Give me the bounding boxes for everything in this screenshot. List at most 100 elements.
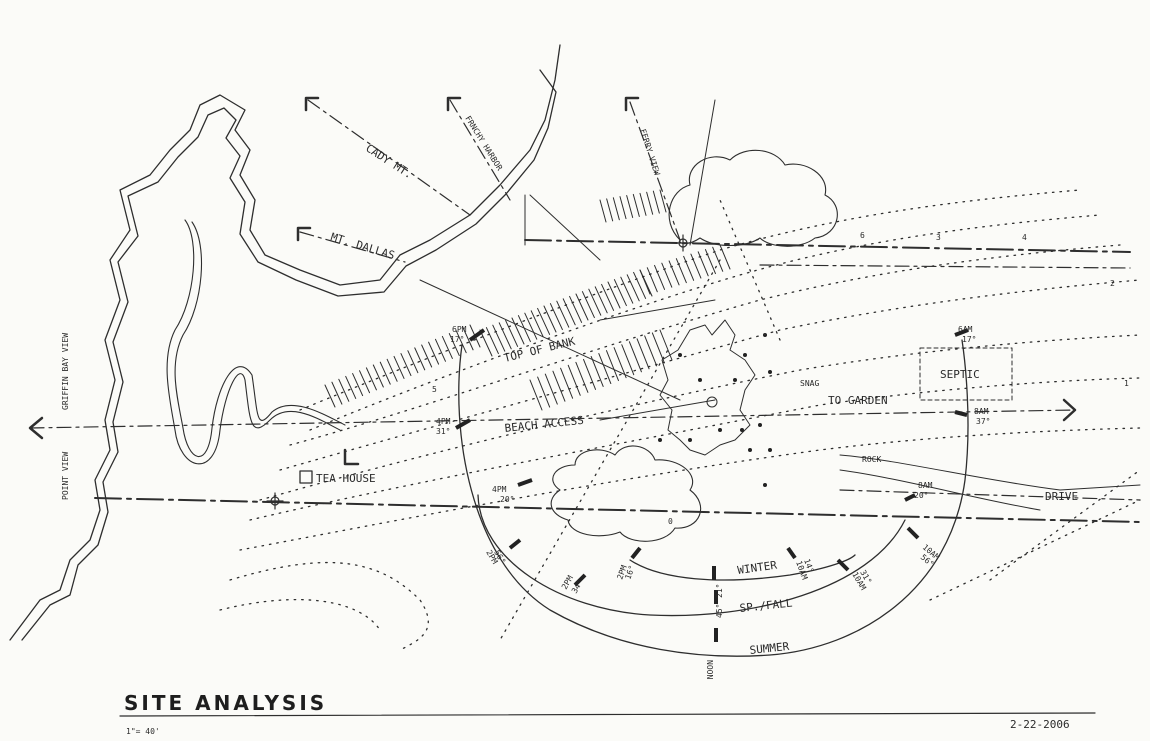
label-mt-dallas: MT. DALLAS	[329, 230, 396, 262]
hatch-stroke	[697, 251, 709, 277]
hatch-stroke	[393, 355, 405, 379]
hatch-stroke	[613, 347, 627, 379]
hatch-stroke	[386, 358, 398, 382]
crosshair-marks	[266, 234, 692, 510]
label-tea-house: TEA HOUSE	[316, 472, 376, 485]
hatch-stroke	[331, 381, 343, 405]
view-axis	[29, 99, 1141, 501]
hatch-stroke	[619, 196, 627, 220]
sun-angle-4pm-spring: 20°	[500, 495, 514, 504]
stream-line	[166, 219, 346, 465]
central-tree	[659, 319, 756, 456]
hatch-stroke	[613, 279, 627, 307]
hatch-stroke	[455, 330, 467, 354]
sun-time-8am-2: 8AM	[974, 407, 989, 416]
hatch-stroke	[601, 283, 615, 311]
hatch-stroke	[462, 327, 474, 351]
hatch-stroke	[654, 264, 666, 290]
site-axes	[94, 239, 1141, 523]
sun-time-6pm: 6PM	[452, 325, 467, 334]
sun-angle-6am: 17°	[962, 335, 976, 344]
sun-angle-6pm: 17°	[450, 335, 464, 344]
hatch-stroke	[612, 197, 620, 221]
label-snag: SNAG	[800, 379, 819, 388]
label-summer: SUMMER	[749, 640, 790, 657]
hatch-stroke	[448, 333, 460, 357]
hatch-stroke	[659, 189, 667, 213]
hatch-stroke	[414, 347, 426, 371]
label-cady-mt: CADY MT.	[363, 142, 415, 182]
hatch-stroke	[646, 267, 658, 293]
hatch-stroke	[646, 191, 654, 215]
hatch-stroke	[492, 324, 506, 352]
hatch-stroke	[628, 341, 642, 373]
hatch-stroke	[583, 358, 597, 390]
hatch-stroke	[556, 300, 570, 328]
hatch-stroke	[324, 384, 336, 408]
label-septic: SEPTIC	[940, 368, 980, 381]
label-rock: ROCK	[862, 455, 881, 464]
sun-ticks	[455, 328, 969, 642]
label-frenchy-harbor: FRNCHY HARBOR	[463, 114, 504, 172]
hatch-stroke	[537, 376, 551, 408]
tree-canopy-south	[550, 445, 702, 542]
sun-arcs	[458, 339, 969, 657]
contour-label-6: 6	[860, 231, 865, 240]
hatch-stroke	[529, 379, 543, 411]
hatch-stroke	[594, 286, 608, 314]
hatch-stroke	[421, 344, 433, 368]
hatch-stroke	[626, 195, 634, 219]
hatch-stroke	[606, 198, 614, 222]
hatch-stroke	[345, 375, 357, 399]
hatch-stroke	[683, 255, 695, 281]
hatch-stroke	[620, 276, 634, 304]
label-beach-access: BEACH ACCESS	[504, 414, 584, 435]
hatch-stroke	[560, 367, 574, 399]
tree-dots	[658, 333, 772, 487]
label-to-garden: TO GARDEN	[828, 394, 888, 407]
hatch-stroke	[659, 329, 673, 361]
drawing-scale: 1"= 40'	[126, 727, 160, 736]
sun-time-4pm-spring: 4PM	[492, 485, 507, 494]
hatch-stroke	[359, 370, 371, 394]
hatch-stroke	[441, 335, 453, 359]
hatch-stroke	[598, 353, 612, 385]
hatch-stroke	[498, 322, 512, 350]
hatch-stroke	[479, 329, 493, 357]
hatch-stroke	[552, 370, 566, 402]
title-underline	[119, 712, 1096, 717]
drawing-title: SITE ANALYSIS	[124, 691, 327, 715]
sun-time-noon-1: NOON	[705, 660, 714, 679]
hatch-stroke	[575, 293, 589, 321]
hatch-stroke	[524, 312, 538, 340]
hatch-stroke	[569, 295, 583, 323]
hatch-stroke	[639, 269, 651, 295]
hatch-stroke	[543, 305, 557, 333]
hatch-stroke	[549, 303, 563, 331]
hatch-stroke	[372, 364, 384, 388]
hatch-stroke	[712, 246, 724, 272]
hatch-stroke	[633, 271, 647, 299]
sun-angle-4pm-summer: 31°	[436, 427, 450, 436]
sight-lines	[419, 99, 1141, 511]
hatch-stroke	[505, 319, 519, 347]
hatch-stroke	[407, 350, 419, 374]
label-drive: DRIVE	[1045, 490, 1078, 503]
hatch-stroke	[352, 373, 364, 397]
hatch-stroke	[530, 310, 544, 338]
hatch-stroke	[581, 291, 595, 319]
shoreline	[9, 44, 561, 641]
sun-time-6am: 6AM	[958, 325, 973, 334]
hatch-stroke	[704, 249, 716, 275]
label-point-view: POINT VIEW	[61, 452, 70, 500]
sun-time-4pm-summer: 4PM	[436, 417, 451, 426]
contour-label-1: 1	[1124, 379, 1129, 388]
hatch-stroke	[675, 258, 687, 284]
hatch-stroke	[365, 367, 377, 391]
sun-time-8am-1: 8AM	[918, 481, 933, 490]
hatch-stroke	[639, 192, 647, 216]
hatch-stroke	[434, 338, 446, 362]
hatch-stroke	[690, 253, 702, 279]
hatch-stroke	[511, 317, 525, 345]
